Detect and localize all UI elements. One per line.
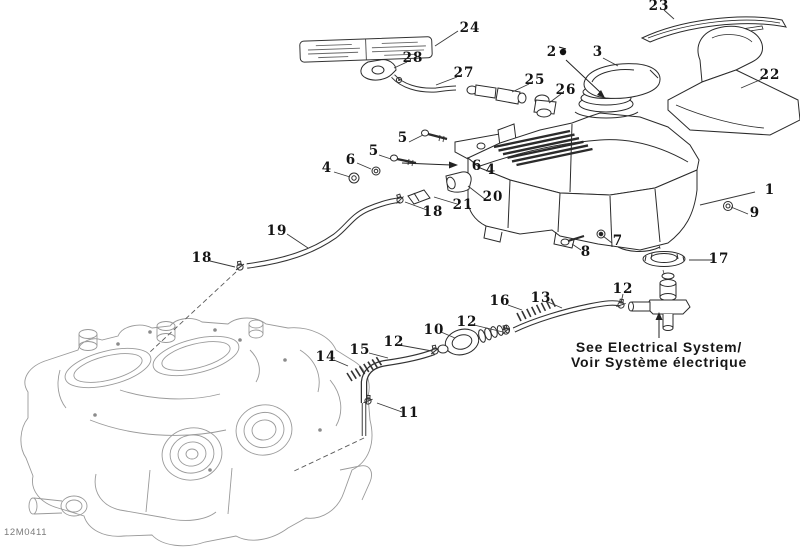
callout-5: 5 xyxy=(397,130,409,146)
warning-label xyxy=(299,36,433,63)
callout-5: 5 xyxy=(368,143,380,159)
callout-21: 21 xyxy=(452,197,474,213)
callout-24: 24 xyxy=(459,20,481,36)
callout-18: 18 xyxy=(191,250,213,266)
oil-tank xyxy=(454,85,700,252)
callout-13: 13 xyxy=(530,290,552,306)
callout-1: 1 xyxy=(764,182,776,198)
callout-26: 26 xyxy=(555,82,577,98)
callout-20: 20 xyxy=(482,189,504,205)
callout-8: 8 xyxy=(580,244,592,260)
callout-28: 28 xyxy=(402,50,424,66)
callout-14: 14 xyxy=(315,349,337,365)
callout-16: 16 xyxy=(489,293,511,309)
callout-9: 9 xyxy=(749,205,761,221)
callout-6: 6 xyxy=(345,152,357,168)
filler-cap xyxy=(583,63,661,99)
callout-4: 4 xyxy=(321,160,333,176)
return-hose-filter xyxy=(346,324,512,436)
arrow-item2 xyxy=(565,59,605,98)
callout-27: 27 xyxy=(453,65,475,81)
callout-2: 2 xyxy=(546,44,558,60)
callout-3: 3 xyxy=(592,44,604,60)
electrical-system-note: See Electrical System/ Voir Système élec… xyxy=(571,340,747,370)
anti-kink-spring-16 xyxy=(516,298,556,322)
grommet-17 xyxy=(642,251,686,267)
engine-sketch xyxy=(20,317,373,547)
leader-lines xyxy=(209,9,763,413)
check-valve-dot-icon xyxy=(558,46,567,56)
callout-25: 25 xyxy=(524,72,546,88)
callout-18: 18 xyxy=(422,204,444,220)
pointer-arrows xyxy=(401,59,663,338)
callout-10: 10 xyxy=(423,322,445,338)
callout-12: 12 xyxy=(612,281,634,297)
callout-12: 12 xyxy=(383,334,405,350)
callout-4: 4 xyxy=(485,162,497,178)
sensor-hose xyxy=(512,298,627,333)
note-line-en: See Electrical System/ xyxy=(575,339,743,355)
callout-17: 17 xyxy=(708,251,730,267)
breather-hose xyxy=(360,59,557,118)
callout-7: 7 xyxy=(612,233,624,249)
arrow-electrical-note xyxy=(655,312,663,338)
callout-23: 23 xyxy=(648,0,670,14)
anti-kink-spring-14 xyxy=(346,356,383,382)
callout-22: 22 xyxy=(759,67,781,83)
callout-6: 6 xyxy=(471,158,483,174)
callout-15: 15 xyxy=(349,342,371,358)
console-duct xyxy=(667,25,800,136)
callout-12: 12 xyxy=(456,314,478,330)
callout-11: 11 xyxy=(398,405,420,421)
supply-hose xyxy=(234,171,472,272)
note-line-fr: Voir Système électrique xyxy=(570,354,748,370)
diagram-code: 12M0411 xyxy=(4,527,48,538)
callout-19: 19 xyxy=(266,223,288,239)
arrow-mounting xyxy=(401,161,458,169)
oil-level-sensor xyxy=(628,272,691,331)
